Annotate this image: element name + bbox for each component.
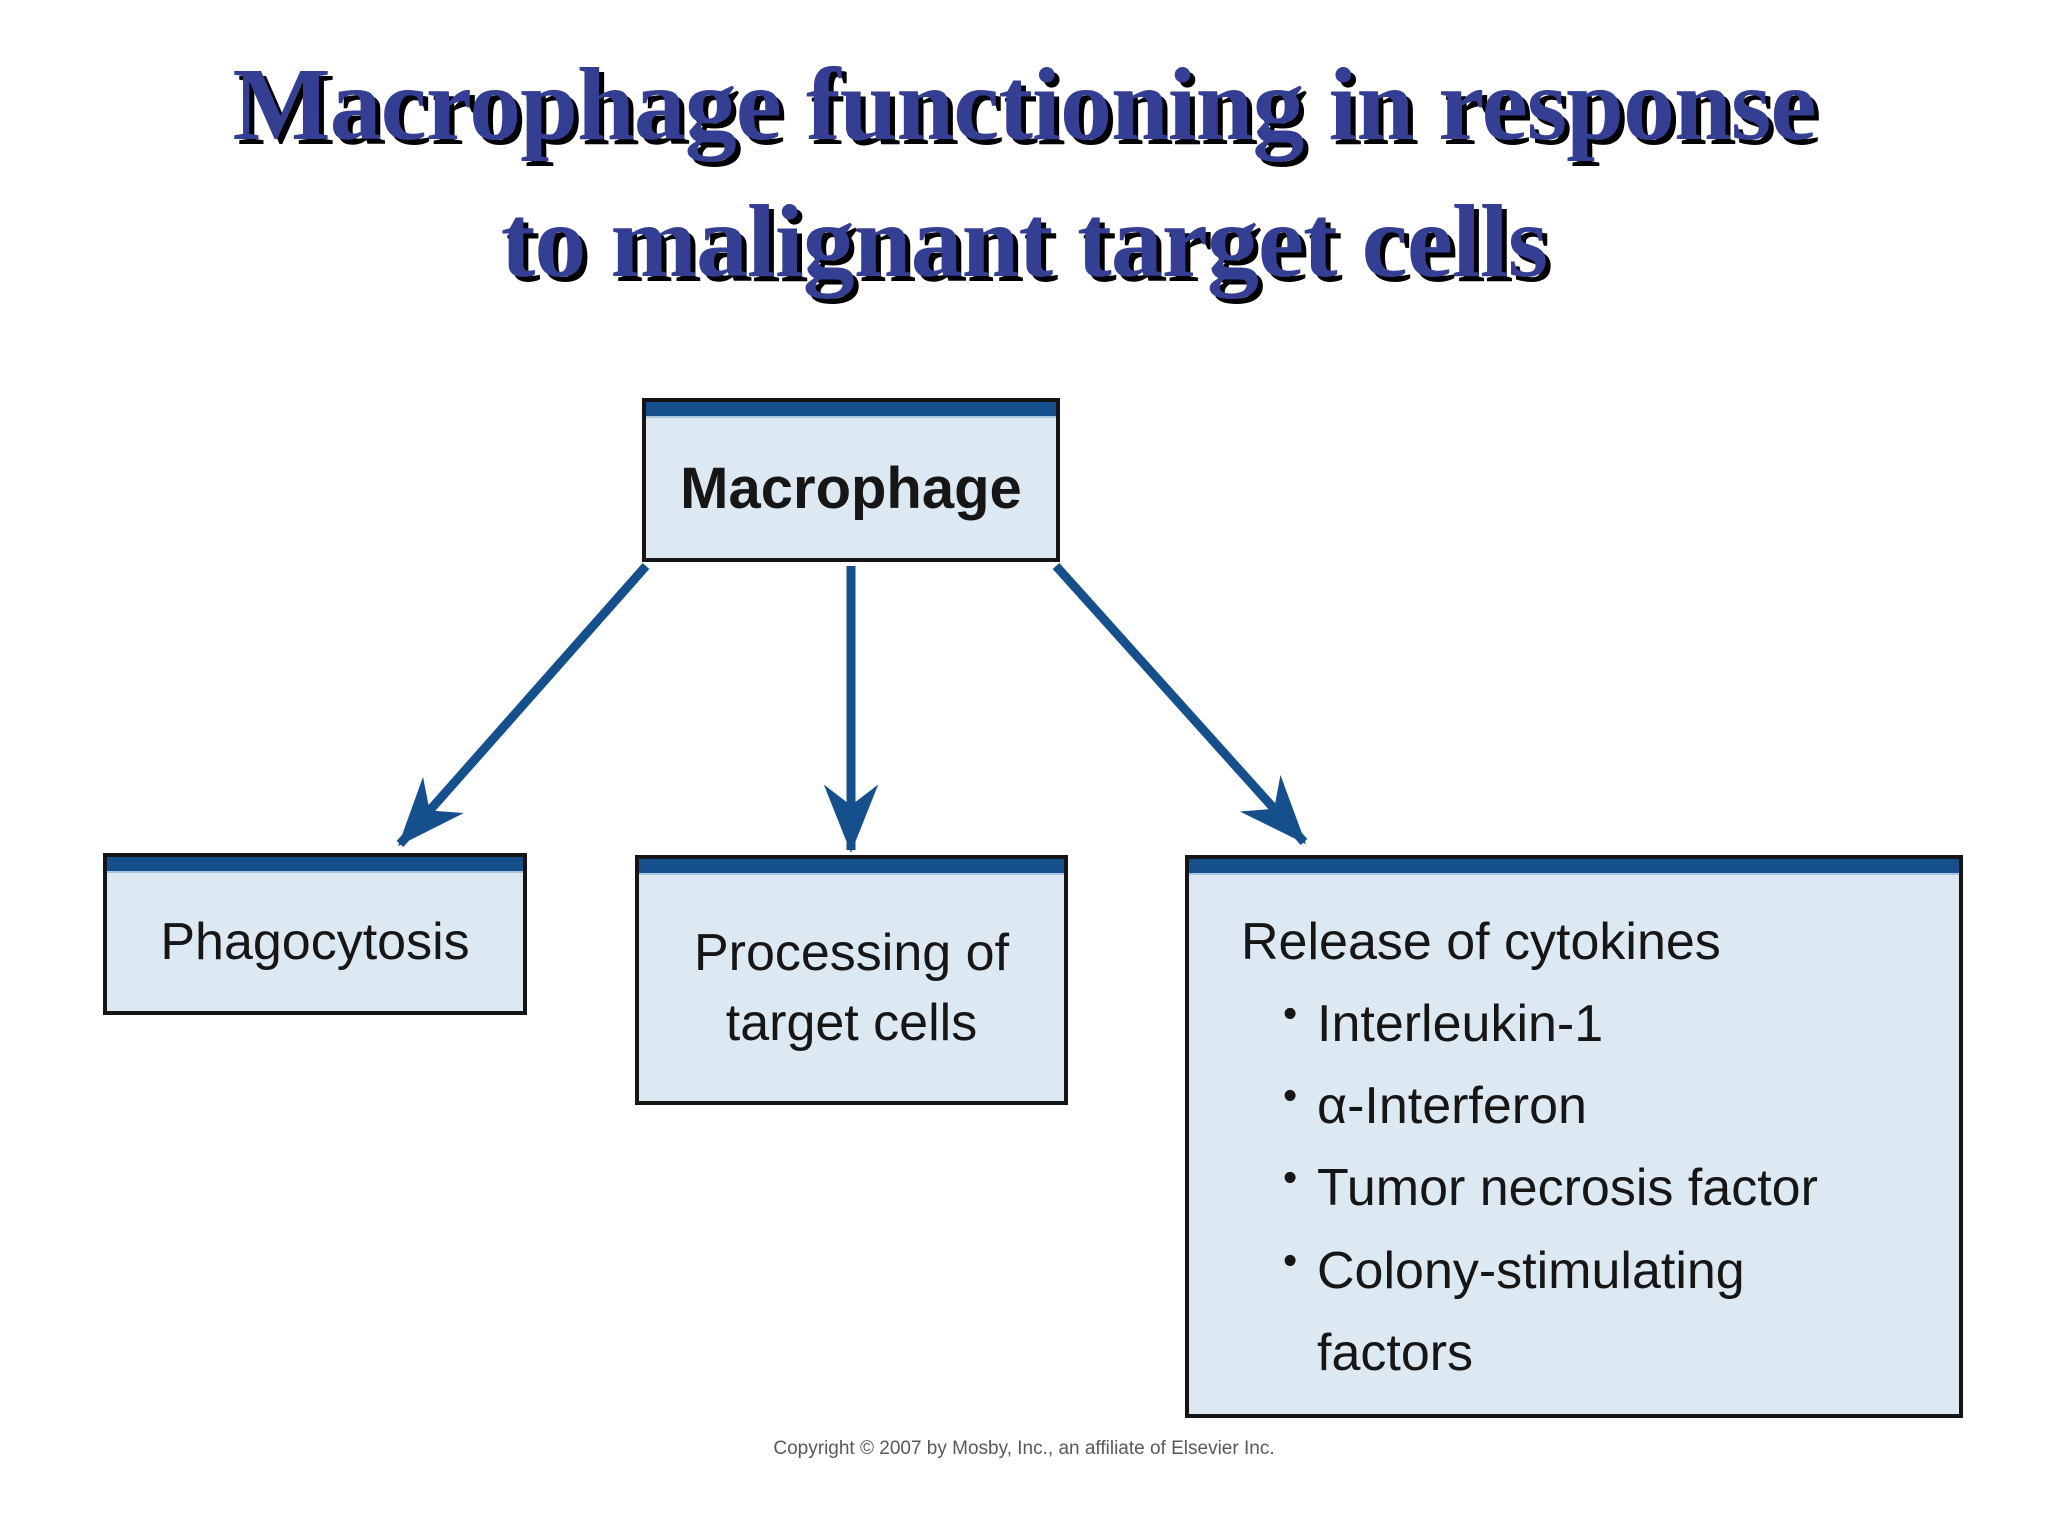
- node-phagocytosis-header-band: [107, 857, 523, 873]
- node-release-header-band: [1189, 859, 1959, 875]
- arrow-macrophage-to-phagocytosis: [396, 563, 650, 847]
- slide-title-line2: to malignant target cells: [500, 184, 1549, 300]
- node-processing: Processing of target cells: [635, 855, 1068, 1105]
- list-item: Interleukin-1: [1277, 981, 1877, 1065]
- node-processing-label: Processing of target cells: [693, 923, 1010, 1052]
- list-item: Tumor necrosis factor: [1277, 1145, 1877, 1229]
- copyright-text: Copyright © 2007 by Mosby, Inc., an affi…: [773, 1438, 1275, 1459]
- node-release: Release of cytokines Interleukin-1 α-Int…: [1185, 855, 1963, 1418]
- list-item: α-Interferon: [1277, 1063, 1877, 1147]
- node-phagocytosis: Phagocytosis: [103, 853, 527, 1015]
- node-release-content: Release of cytokines Interleukin-1 α-Int…: [1189, 875, 1959, 1414]
- node-macrophage-label: Macrophage: [680, 455, 1022, 521]
- list-item: Colony-stimulating factors: [1277, 1228, 1877, 1394]
- arrow-macrophage-to-release: [1052, 562, 1308, 846]
- node-phagocytosis-label: Phagocytosis: [160, 913, 470, 971]
- node-macrophage-header-band: [646, 402, 1056, 418]
- slide-title: Macrophage functioning in response to ma…: [0, 36, 2048, 311]
- cytokine-list: Interleukin-1 α-Interferon Tumor necrosi…: [1277, 981, 1877, 1394]
- node-release-label: Release of cytokines: [1241, 913, 1721, 971]
- node-macrophage: Macrophage: [642, 398, 1060, 562]
- slide-title-line1: Macrophage functioning in response: [232, 47, 1817, 162]
- node-processing-header-band: [639, 859, 1064, 875]
